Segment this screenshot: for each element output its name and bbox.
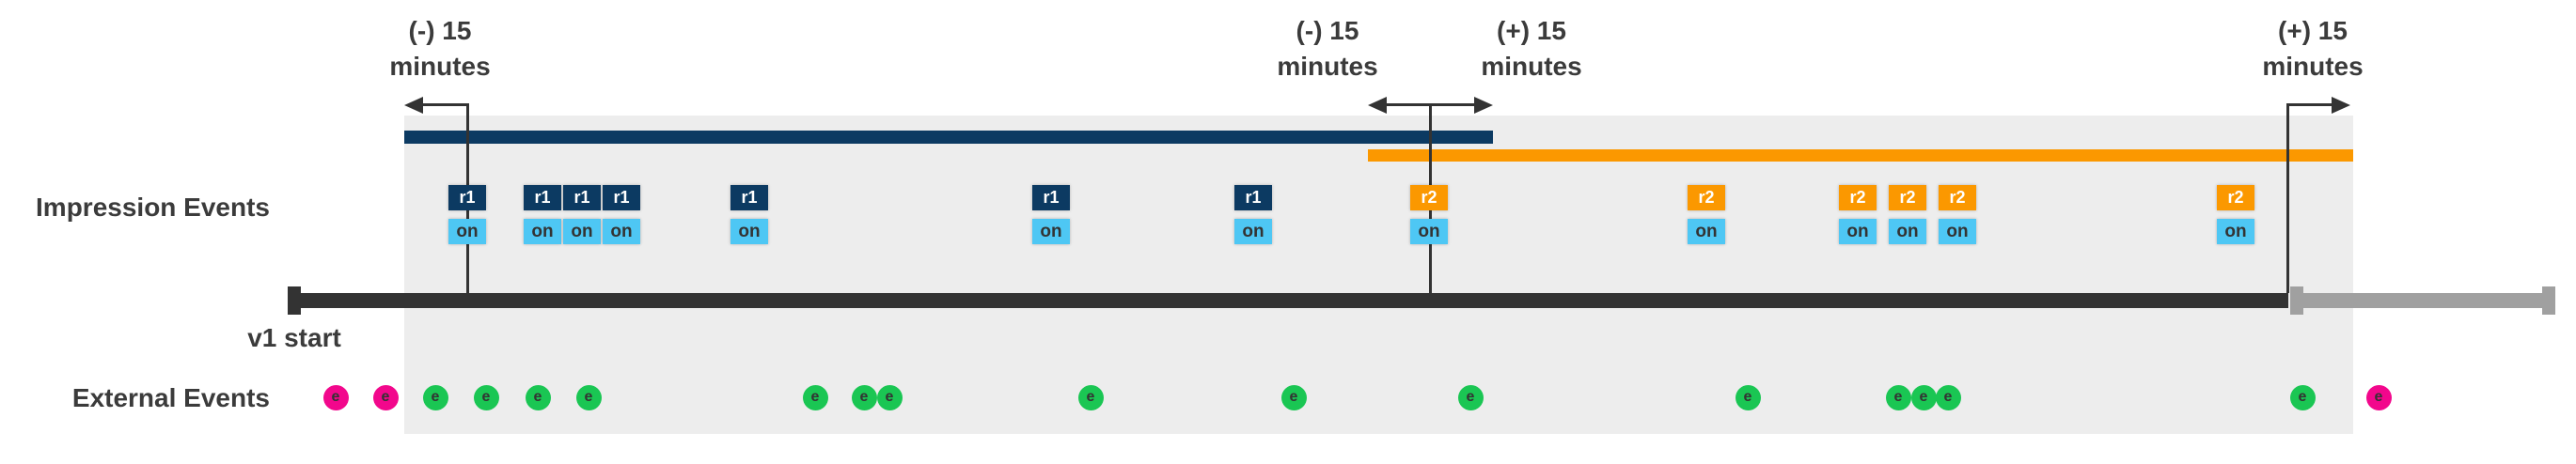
v1-minus-15-label-line2: minutes [389,52,491,81]
impression-on-badge-10: on [1839,219,1877,244]
v1-minus-15-label: (-) 15 minutes [299,13,581,85]
impression-on-badge-1: on [448,219,486,244]
external-event-9: e [876,384,903,410]
impression-events-row-label: Impression Events [36,193,270,222]
external-event-15: e [1910,384,1937,410]
impression-badge-r1-1: r1 [448,185,486,210]
v2-end-plus-15-label-line1: (+) 15 [2278,16,2348,45]
impression-on-badge-4: on [603,219,640,244]
impression-badge-r1-3: r1 [563,185,601,210]
external-event-8: e [851,384,877,410]
timeline-v2-bar [2290,293,2550,308]
v2-minus-15-label-line1: (-) 15 [1296,16,1359,45]
v1-minus15-arrow-arrowhead-left-icon [404,96,423,114]
impression-badge-r1-4: r1 [603,185,640,210]
v2-start-guide-line [2286,103,2289,293]
external-events-row-label: External Events [71,383,270,412]
v1-minus-15-label-line1: (-) 15 [408,16,472,45]
external-event-10: e [1077,384,1104,410]
external-event-18: e [2365,384,2392,410]
v2-minus-15-label: (-) 15 minutes [1186,13,1469,85]
impression-badge-r2-9: r2 [1688,185,1725,210]
impression-on-badge-8: on [1410,219,1448,244]
v1-minus15-arrow-line [419,103,467,106]
impression-badge-r1-7: r1 [1234,185,1272,210]
impression-badge-r2-12: r2 [1939,185,1976,210]
timeline-v1-bar [291,293,2288,308]
timeline-v2-start-cap [2290,286,2303,315]
v2-start-window-arrow-line [1383,103,1478,106]
v2-plus-15-label: (+) 15 minutes [1390,13,1673,85]
external-event-7: e [802,384,828,410]
impression-badge-r1-5: r1 [730,185,768,210]
v2-collection-window-bar [1368,149,2353,162]
impression-on-badge-3: on [563,219,601,244]
external-event-1: e [322,384,349,410]
impression-on-badge-12: on [1939,219,1976,244]
v2-end-plus-15-label-line2: minutes [2262,52,2364,81]
impression-badge-r1-2: r1 [524,185,561,210]
v2-minus-15-label-line2: minutes [1277,52,1378,81]
impression-on-badge-2: on [524,219,561,244]
impression-on-badge-11: on [1889,219,1926,244]
external-event-17: e [2289,384,2316,410]
v2-end-plus15-arrow-arrowhead-right-icon [2332,96,2350,114]
impression-badge-r1-6: r1 [1032,185,1070,210]
external-event-4: e [473,384,499,410]
external-event-5: e [525,384,551,410]
external-event-11: e [1280,384,1307,410]
v1-collection-window-bar [404,131,1493,144]
external-event-2: e [372,384,399,410]
impression-on-badge-7: on [1234,219,1272,244]
external-event-14: e [1885,384,1911,410]
v2-start-window-arrow-arrowhead-left-icon [1368,96,1387,114]
impression-badge-r2-11: r2 [1889,185,1926,210]
v2-plus-15-label-line2: minutes [1481,52,1582,81]
external-event-13: e [1735,384,1761,410]
v2-plus-15-label-line1: (+) 15 [1497,16,1566,45]
collection-window-panel [404,116,2353,434]
timeline-v2-end-cap [2542,286,2555,315]
impression-on-badge-13: on [2217,219,2254,244]
v2-end-plus-15-label: (+) 15 minutes [2172,13,2454,85]
timeline-v1-start-cap [288,286,301,315]
v1-start-label: v1 start [247,323,341,352]
v2-end-plus15-arrow-line [2288,103,2335,106]
impression-on-badge-5: on [730,219,768,244]
external-event-12: e [1457,384,1484,410]
external-event-6: e [575,384,602,410]
external-event-16: e [1935,384,1961,410]
impression-badge-r2-8: r2 [1410,185,1448,210]
impression-on-badge-6: on [1032,219,1070,244]
external-event-3: e [422,384,448,410]
impression-badge-r2-13: r2 [2217,185,2254,210]
impression-on-badge-9: on [1688,219,1725,244]
impression-badge-r2-10: r2 [1839,185,1877,210]
v2-start-window-arrow-arrowhead-right-icon [1474,96,1493,114]
